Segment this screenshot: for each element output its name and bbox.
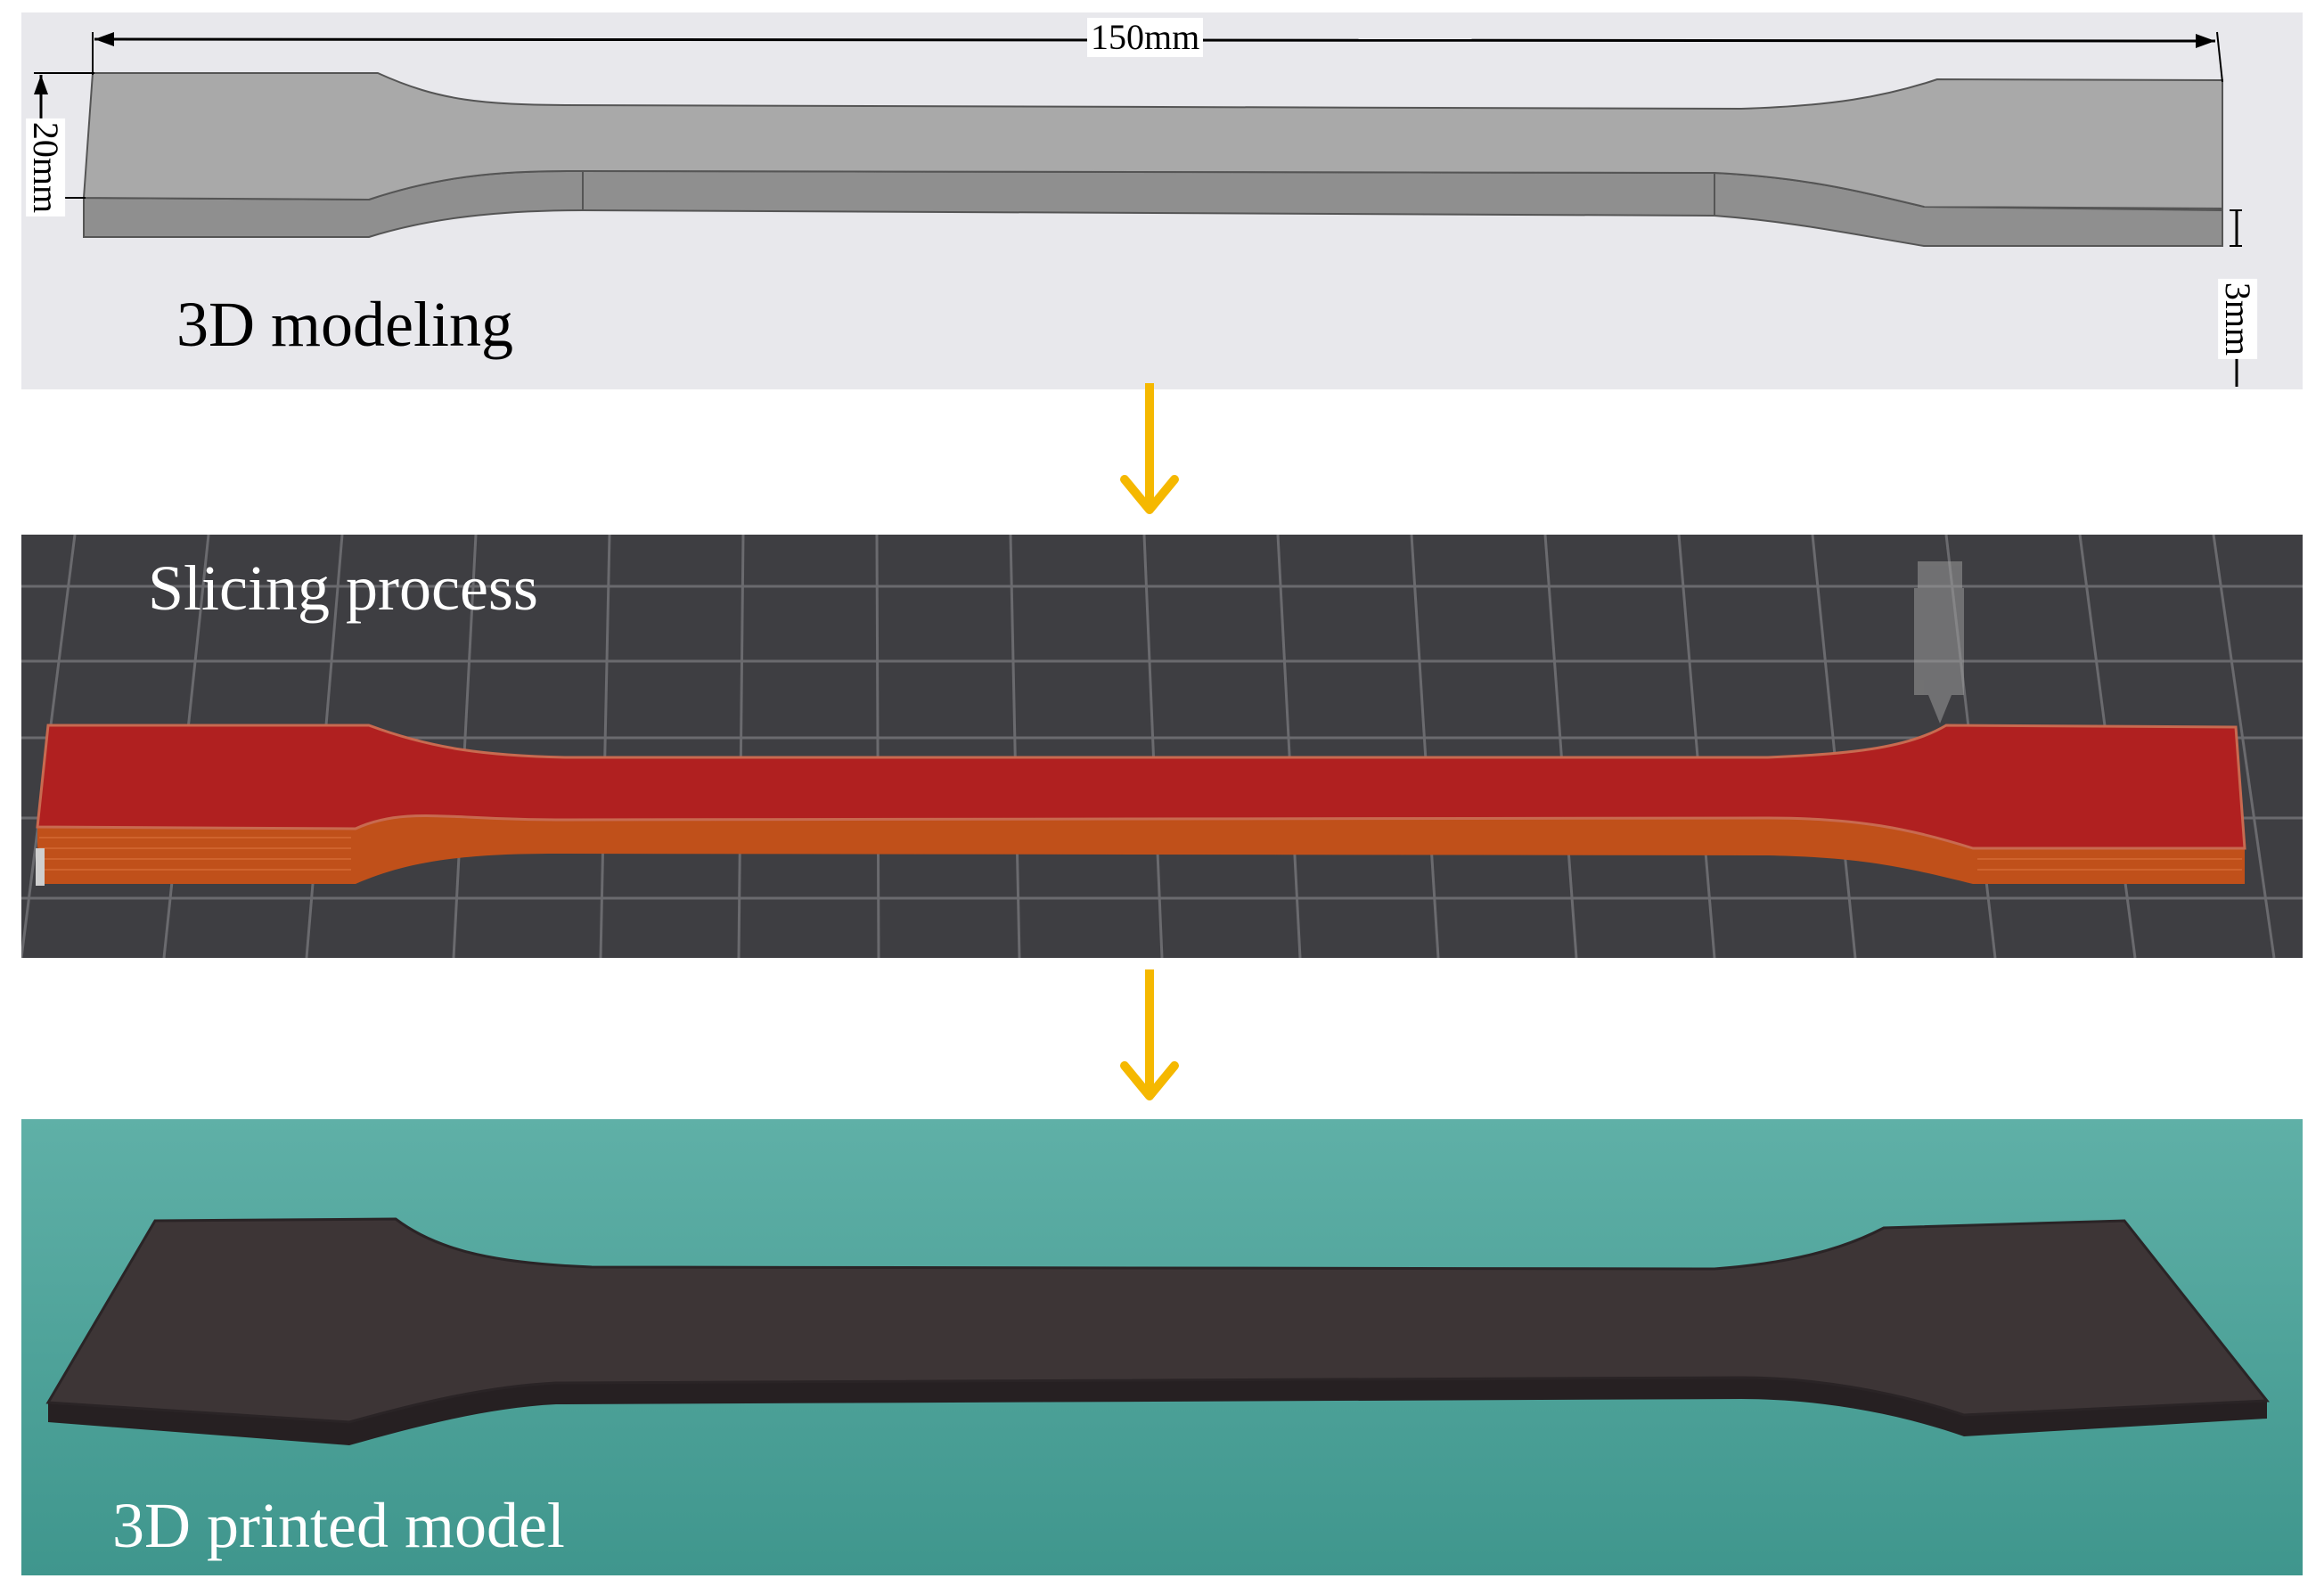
dimension-label-width: 150mm <box>1087 18 1204 57</box>
flow-arrow-2 <box>1120 969 1179 1100</box>
modeling-panel <box>21 12 2303 389</box>
dimension-label-thickness: 3mm <box>2218 278 2258 360</box>
flow-arrow-1 <box>1120 383 1179 514</box>
sliced-part-side <box>37 815 2245 884</box>
panel-label-printed: 3D printed model <box>112 1490 565 1561</box>
nozzle-icon <box>1914 561 1964 724</box>
sliced-part-top <box>36 724 2246 850</box>
slicing-panel <box>21 535 2303 958</box>
model-top-face <box>82 72 2223 210</box>
panel-label-modeling: 3D modeling <box>176 289 513 360</box>
printed-part-top <box>45 1217 2270 1424</box>
printed-part-side <box>48 1378 2267 1445</box>
panel-label-slicing: Slicing process <box>148 552 538 624</box>
dimension-label-height: 20mm <box>26 118 66 217</box>
printed-panel <box>21 1119 2303 1575</box>
